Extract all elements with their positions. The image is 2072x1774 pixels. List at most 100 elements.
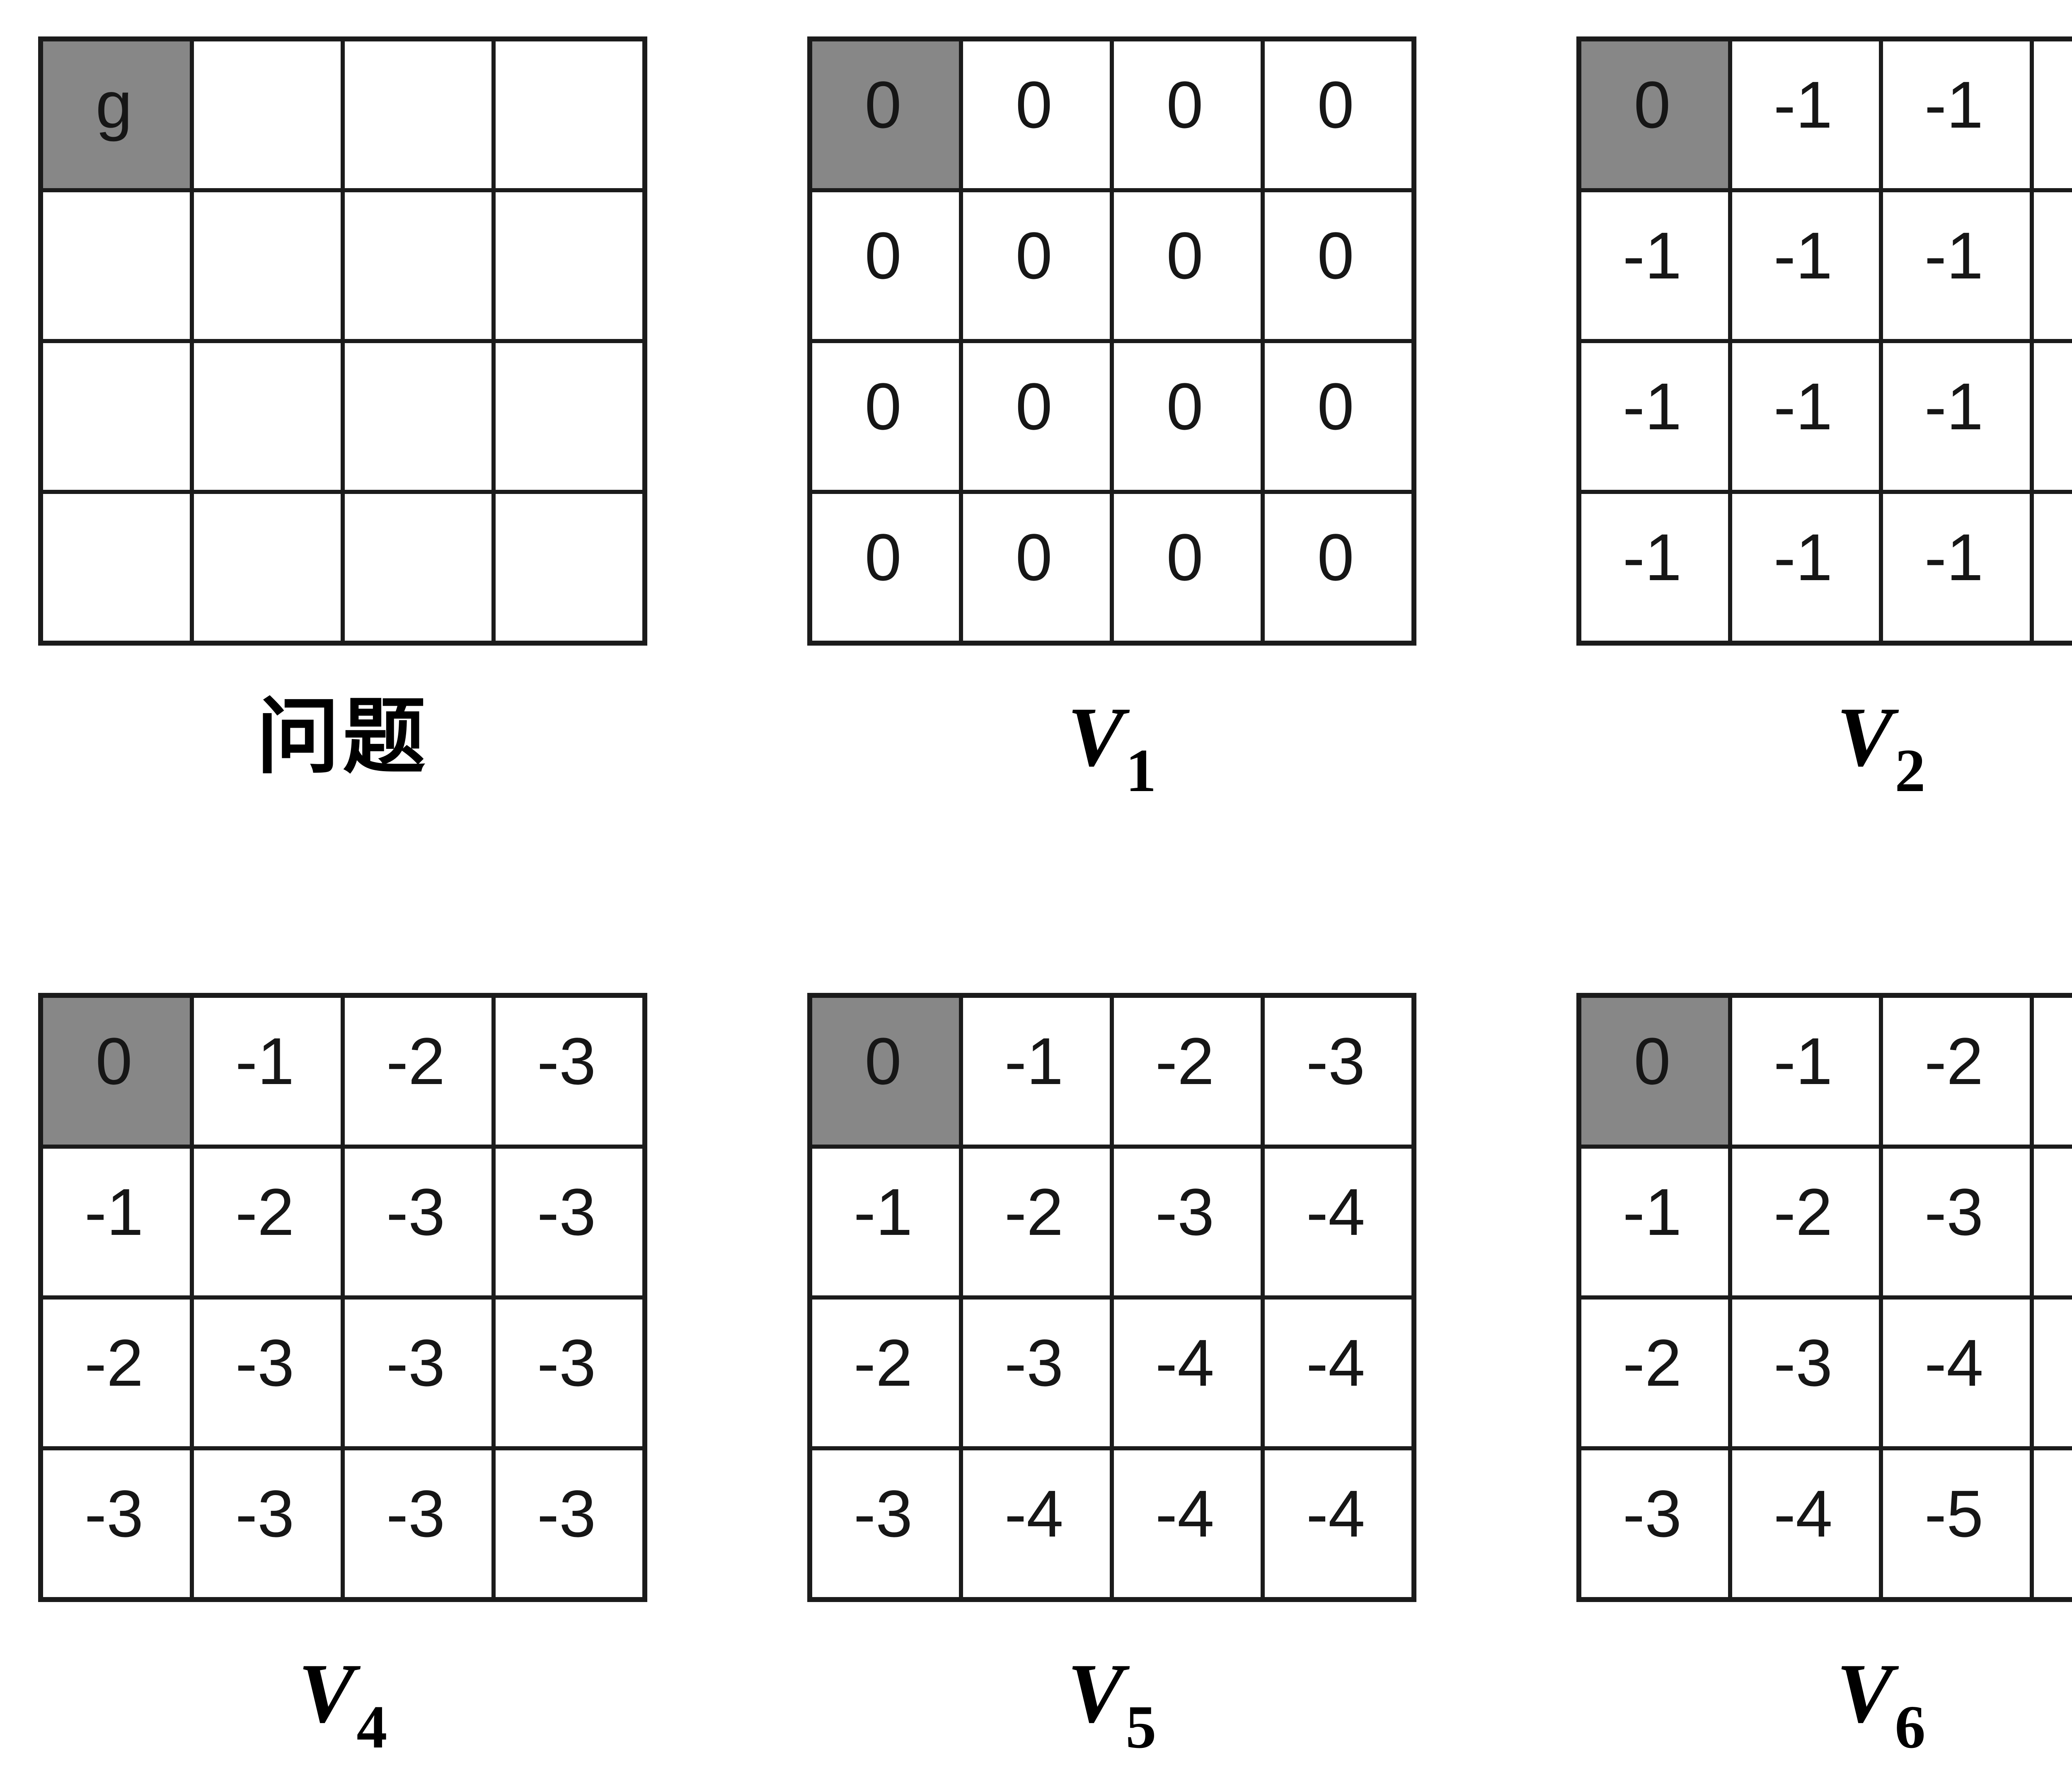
cell-value: -2	[1622, 1326, 1682, 1400]
grid-v4-cell-r1c3: -3	[494, 1147, 644, 1297]
grid-v1-cell-r2c3: 0	[1263, 341, 1414, 492]
label-subscript: 2	[1895, 737, 1926, 805]
grid-v6-cell-r3c1: -4	[1730, 1448, 1881, 1599]
grid-v1-cell-r2c2: 0	[1112, 341, 1263, 492]
label-base: V	[1836, 690, 1893, 784]
grid-v2-cell-r0c2: -1	[1881, 39, 2032, 190]
cell-value: -3	[1155, 1175, 1215, 1249]
label-base: V	[1067, 690, 1124, 784]
cell-value: -1	[84, 1175, 144, 1249]
cell-value: -2	[853, 1326, 913, 1400]
grid-v5-cell-r1c1: -2	[961, 1147, 1112, 1297]
cell-value: -2	[84, 1326, 144, 1400]
grid-v5-cell-r3c0: -3	[810, 1448, 961, 1599]
grid-v1-cell-r3c3: 0	[1263, 492, 1414, 643]
cell-value: -4	[1306, 1175, 1365, 1249]
label-base: V	[298, 1646, 355, 1740]
grid-problem-cell-r3c1	[192, 492, 343, 643]
grid-v4-cell-r0c3: -3	[494, 996, 644, 1147]
grid-v6-cell-r2c3: -5	[2032, 1297, 2072, 1448]
grid-v4-cell-r1c2: -3	[343, 1147, 494, 1297]
cell-value: -1	[1773, 218, 1833, 293]
grid-v1-cell-r0c2: 0	[1112, 39, 1263, 190]
grid-v2-cell-r0c1: -1	[1730, 39, 1881, 190]
grid-v2-cell-r2c3: -1	[2032, 341, 2072, 492]
grid-v4: 0-1-2-3-1-2-3-3-2-3-3-3-3-3-3-3	[38, 993, 647, 1602]
grid-v5-cell-r3c3: -4	[1263, 1448, 1414, 1599]
cell-value: 0	[1317, 68, 1354, 142]
grid-problem: g	[38, 36, 647, 646]
grid-v4-cell-r2c0: -2	[41, 1297, 192, 1448]
grid-v2-cell-r2c2: -1	[1881, 341, 2032, 492]
grid-problem-cell-r0c1	[192, 39, 343, 190]
grid-v4-cell-r2c3: -3	[494, 1297, 644, 1448]
grid-v6-cell-r1c3: -4	[2032, 1147, 2072, 1297]
cell-value: 0	[1015, 68, 1053, 142]
cell-value: -2	[1004, 1175, 1064, 1249]
cell-value: -4	[1306, 1476, 1365, 1551]
grid-v2-cell-r3c3: -1	[2032, 492, 2072, 643]
cell-value: 0	[864, 369, 902, 443]
cell-value: 0	[1166, 68, 1203, 142]
cell-value: 0	[1166, 369, 1203, 443]
grid-v4-cell-r3c0: -3	[41, 1448, 192, 1599]
cell-value: -4	[1773, 1476, 1833, 1551]
cell-value: -1	[1924, 218, 1984, 293]
grid-v2-cell-r1c0: -1	[1579, 190, 1730, 341]
cell-value: -1	[1004, 1024, 1064, 1098]
grid-v6-cell-r1c2: -3	[1881, 1147, 2032, 1297]
cell-value: -2	[1773, 1175, 1833, 1249]
cell-value: 0	[864, 520, 902, 594]
text-label: 问题	[256, 692, 429, 784]
panel-label-problem: 问题	[38, 695, 647, 784]
cell-value: 0	[1634, 1024, 1671, 1098]
grid-v2-cell-r1c1: -1	[1730, 190, 1881, 341]
grid-v6-cell-r1c1: -2	[1730, 1147, 1881, 1297]
grid-v5-cell-r0c3: -3	[1263, 996, 1414, 1147]
grid-v6-cell-r1c0: -1	[1579, 1147, 1730, 1297]
grid-v6-cell-r3c2: -5	[1881, 1448, 2032, 1599]
grid-v4-cell-r3c3: -3	[494, 1448, 644, 1599]
grid-v1-cell-r1c2: 0	[1112, 190, 1263, 341]
grid-v6-cell-r0c0-goal: 0	[1579, 996, 1730, 1147]
grid-v2-cell-r1c3: -1	[2032, 190, 2072, 341]
grid-v4-cell-r3c1: -3	[192, 1448, 343, 1599]
cell-value: -3	[537, 1175, 596, 1249]
grid-v4-cell-r3c2: -3	[343, 1448, 494, 1599]
grid-problem-cell-r3c0	[41, 492, 192, 643]
grid-v5-cell-r2c0: -2	[810, 1297, 961, 1448]
grid-v5-cell-r1c2: -3	[1112, 1147, 1263, 1297]
cell-value: -3	[1004, 1326, 1064, 1400]
grid-problem-cell-r0c0-goal: g	[41, 39, 192, 190]
cell-value: -3	[1306, 1024, 1365, 1098]
cell-value: 0	[1317, 520, 1354, 594]
cell-value: -3	[537, 1476, 596, 1551]
cell-value: -4	[1155, 1326, 1215, 1400]
grid-problem-cell-r2c2	[343, 341, 494, 492]
grid-v6-cell-r2c2: -4	[1881, 1297, 2032, 1448]
grid-v5-cell-r2c3: -4	[1263, 1297, 1414, 1448]
grid-v4-cell-r1c1: -2	[192, 1147, 343, 1297]
grid-v2-cell-r2c1: -1	[1730, 341, 1881, 492]
cell-value: -3	[386, 1476, 445, 1551]
grid-problem-cell-r0c2	[343, 39, 494, 190]
grid-v1-cell-r2c1: 0	[961, 341, 1112, 492]
cell-value: 0	[1317, 369, 1354, 443]
grid-problem-cell-r3c2	[343, 492, 494, 643]
cell-value: -1	[1773, 369, 1833, 443]
cell-value: 0	[864, 68, 902, 142]
panel-problem: g 问题	[38, 36, 647, 784]
cell-value: -1	[1773, 68, 1833, 142]
grid-v1-cell-r1c1: 0	[961, 190, 1112, 341]
label-subscript: 1	[1126, 737, 1157, 805]
cell-value: -2	[386, 1024, 445, 1098]
grid-v1-cell-r0c1: 0	[961, 39, 1112, 190]
grid-v5-cell-r3c1: -4	[961, 1448, 1112, 1599]
grid-problem-cell-r1c0	[41, 190, 192, 341]
grid-v6-cell-r0c3: -3	[2032, 996, 2072, 1147]
grid-v1-cell-r1c3: 0	[1263, 190, 1414, 341]
grid-v5-cell-r2c1: -3	[961, 1297, 1112, 1448]
